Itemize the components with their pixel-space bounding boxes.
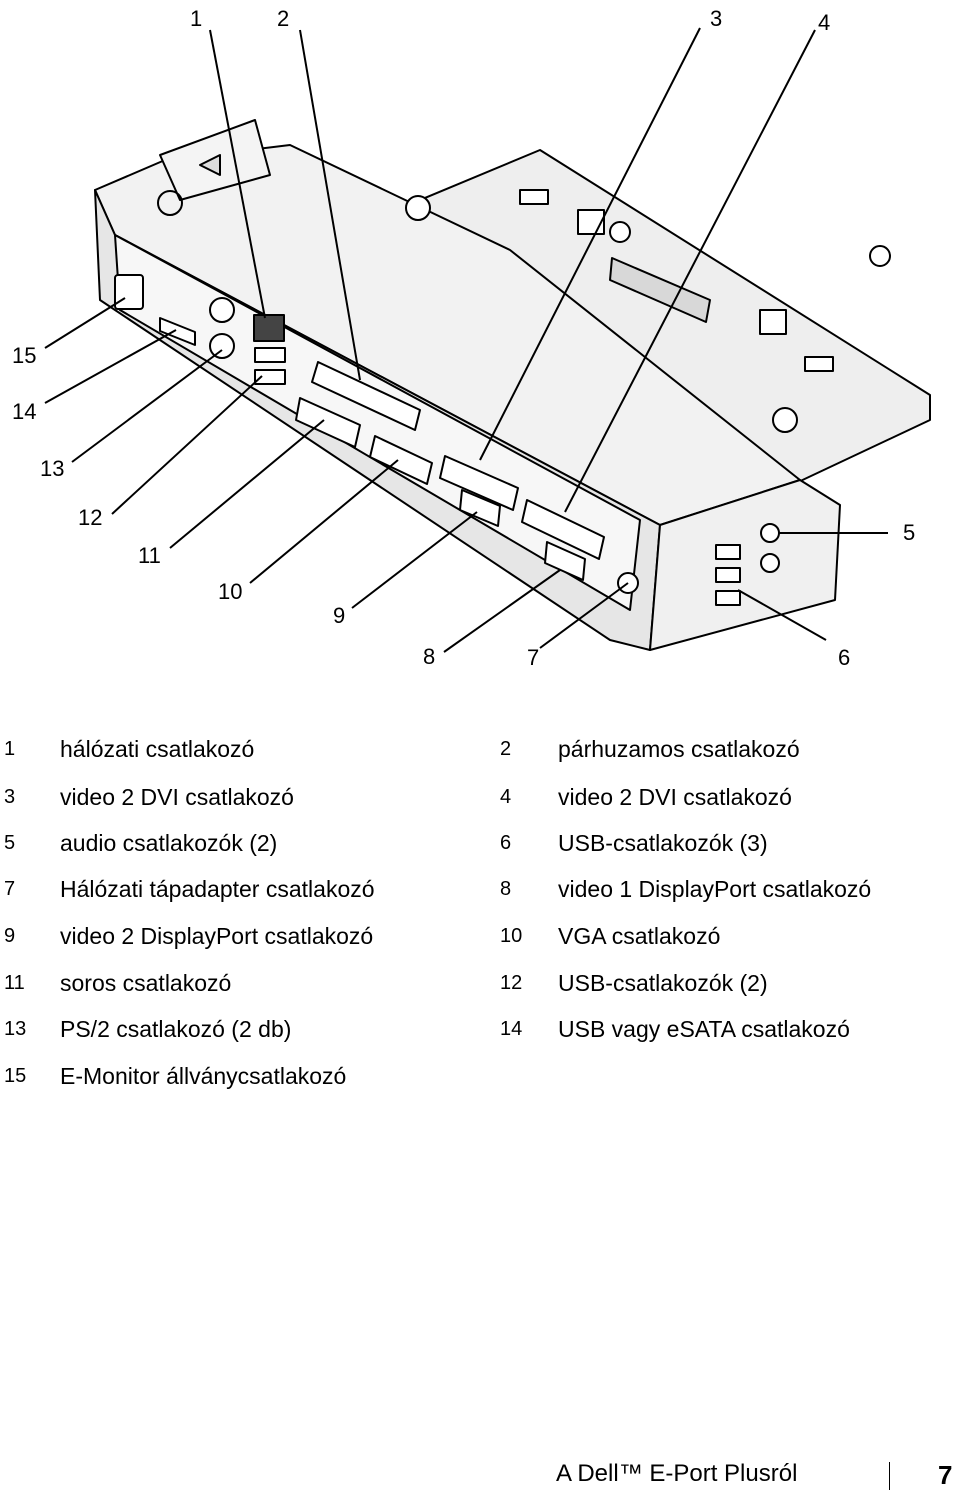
legend-label: E-Monitor állványcsatlakozó bbox=[60, 1063, 347, 1089]
legend-num: 8 bbox=[500, 878, 512, 900]
legend-label: PS/2 csatlakozó (2 db) bbox=[60, 1016, 292, 1042]
callout-8: 8 bbox=[423, 644, 435, 669]
legend-label: audio csatlakozók (2) bbox=[60, 830, 278, 856]
legend-label: USB-csatlakozók (2) bbox=[558, 970, 768, 996]
legend-label: video 2 DVI csatlakozó bbox=[558, 784, 792, 810]
legend-num: 3 bbox=[4, 786, 16, 808]
legend-num: 12 bbox=[500, 972, 523, 994]
legend-num: 11 bbox=[4, 972, 25, 994]
legend-num: 15 bbox=[4, 1065, 27, 1087]
dock-illustration: 1 2 3 4 5 6 7 8 9 10 11 12 13 14 15 bbox=[12, 6, 931, 670]
legend-label: párhuzamos csatlakozó bbox=[558, 736, 800, 762]
legend-num: 1 bbox=[4, 738, 16, 760]
legend-label: USB vagy eSATA csatlakozó bbox=[558, 1016, 850, 1042]
legend-num: 6 bbox=[500, 832, 512, 854]
legend-num: 14 bbox=[500, 1018, 523, 1040]
callout-1: 1 bbox=[190, 6, 202, 31]
footer-title: A Dell™ E-Port Plusról bbox=[556, 1460, 798, 1487]
legend-num: 2 bbox=[500, 738, 512, 760]
callout-13: 13 bbox=[40, 456, 64, 481]
legend-label: video 1 DisplayPort csatlakozó bbox=[558, 876, 872, 902]
callout-15: 15 bbox=[12, 343, 36, 368]
callout-14: 14 bbox=[12, 399, 36, 424]
callout-2: 2 bbox=[277, 6, 289, 31]
callout-7: 7 bbox=[527, 645, 539, 670]
callout-5: 5 bbox=[903, 520, 915, 545]
legend-num: 10 bbox=[500, 925, 523, 947]
legend-label: video 2 DVI csatlakozó bbox=[60, 784, 294, 810]
callout-11: 11 bbox=[138, 543, 161, 568]
callout-4: 4 bbox=[818, 10, 830, 35]
legend-label: hálózati csatlakozó bbox=[60, 736, 255, 762]
callout-12: 12 bbox=[78, 505, 102, 530]
footer-divider bbox=[889, 1462, 890, 1490]
callout-10: 10 bbox=[218, 579, 242, 604]
callout-3: 3 bbox=[710, 6, 722, 31]
legend-label: Hálózati tápadapter csatlakozó bbox=[60, 876, 375, 902]
legend-label: soros csatlakozó bbox=[60, 970, 232, 996]
legend-num: 13 bbox=[4, 1018, 27, 1040]
page-number: 7 bbox=[938, 1460, 953, 1490]
legend-num: 4 bbox=[500, 786, 512, 808]
callout-6: 6 bbox=[838, 645, 850, 670]
legend-label: USB-csatlakozók (3) bbox=[558, 830, 768, 856]
legend-label: VGA csatlakozó bbox=[558, 923, 721, 949]
callout-9: 9 bbox=[333, 603, 345, 628]
legend-label: video 2 DisplayPort csatlakozó bbox=[60, 923, 374, 949]
legend-num: 7 bbox=[4, 878, 16, 900]
legend-num: 9 bbox=[4, 925, 16, 947]
legend-num: 5 bbox=[4, 832, 16, 854]
